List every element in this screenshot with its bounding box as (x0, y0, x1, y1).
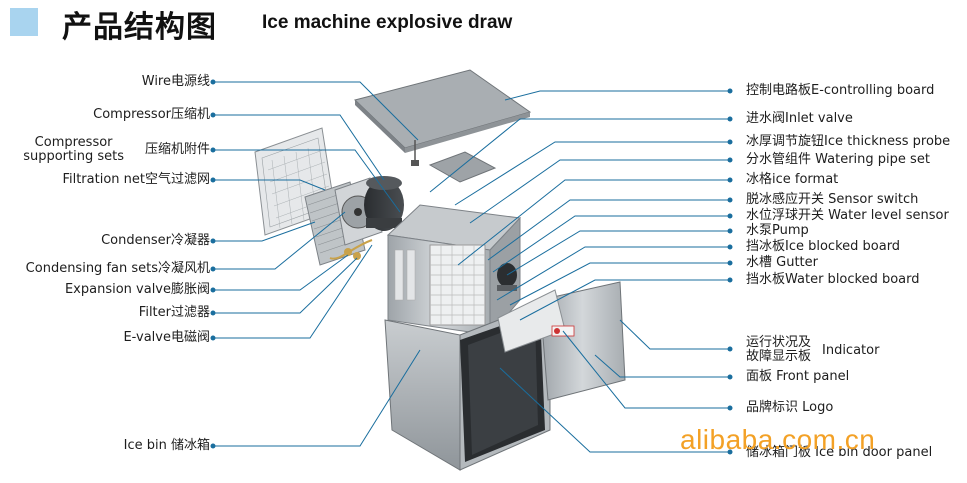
label-compressor-support-en: Compressor supporting sets (23, 136, 124, 164)
label-indicator-line1: 运行状况及 (746, 335, 812, 350)
label-pump: 水泵Pump (746, 223, 809, 238)
label-condensing-fan: Condensing fan sets冷凝风机 (25, 261, 210, 276)
label-front-panel: 面板 Front panel (746, 369, 850, 384)
expansion-valve-parts (329, 239, 373, 260)
label-ice-thickness: 冰厚调节旋钮Ice thickness probe (746, 134, 951, 149)
label-water-blocked: 挡水板Water blocked board (746, 272, 920, 287)
label-inlet-valve: 进水阀Inlet valve (746, 111, 853, 126)
label-logo: 品牌标识 Logo (746, 400, 834, 415)
watermark: alibaba.com.cn (680, 424, 876, 455)
label-sensor-switch: 脱冰感应开关 Sensor switch (746, 192, 919, 207)
label-ice-format: 冰格ice format (746, 172, 839, 187)
leader-lines (213, 81, 730, 453)
front-panel-door (497, 281, 626, 401)
label-watering-pipe: 分水管组件 Watering pipe set (746, 152, 930, 167)
label-water-level: 水位浮球开关 Water level sensor (746, 208, 949, 223)
label-bin-door: 储冰箱门板 Ice bin door panel (746, 445, 933, 460)
label-ice-bin: Ice bin 储冰箱 (123, 438, 210, 453)
label-compressor-support-line1: Compressor (34, 135, 113, 150)
label-expansion-valve: Expansion valve膨胀阀 (64, 282, 210, 297)
ice-bin-cabinet (384, 299, 551, 471)
control-board (428, 151, 497, 183)
label-wire: Wire电源线 (141, 74, 210, 89)
label-ice-blocked: 挡冰板Ice blocked board (746, 239, 901, 254)
label-compressor-support-line2: supporting sets (23, 149, 124, 164)
page-title-english: Ice machine explosive draw (262, 12, 513, 33)
label-gutter: 水槽 Gutter (746, 255, 818, 270)
label-indicator-cn: 运行状况及 故障显示板 (746, 336, 811, 364)
label-indicator-en: Indicator (822, 343, 880, 358)
label-compressor: Compressor压缩机 (93, 107, 210, 122)
compressor (364, 176, 404, 231)
label-condenser: Condenser冷凝器 (101, 233, 210, 248)
label-control-board: 控制电路板E-controlling board (746, 83, 935, 98)
top-cover-plate (354, 69, 532, 149)
label-filter: Filter过滤器 (138, 305, 210, 320)
label-indicator-line2: 故障显示板 (746, 349, 812, 364)
page-title-chinese: 产品结构图 (62, 10, 217, 45)
leader-dots (210, 79, 733, 455)
label-compressor-support-cn: 压缩机附件 (144, 142, 210, 157)
title-accent-square (10, 8, 38, 36)
label-filtration-net: Filtration net空气过滤网 (62, 172, 210, 187)
label-e-valve: E-valve电磁阀 (123, 330, 210, 345)
